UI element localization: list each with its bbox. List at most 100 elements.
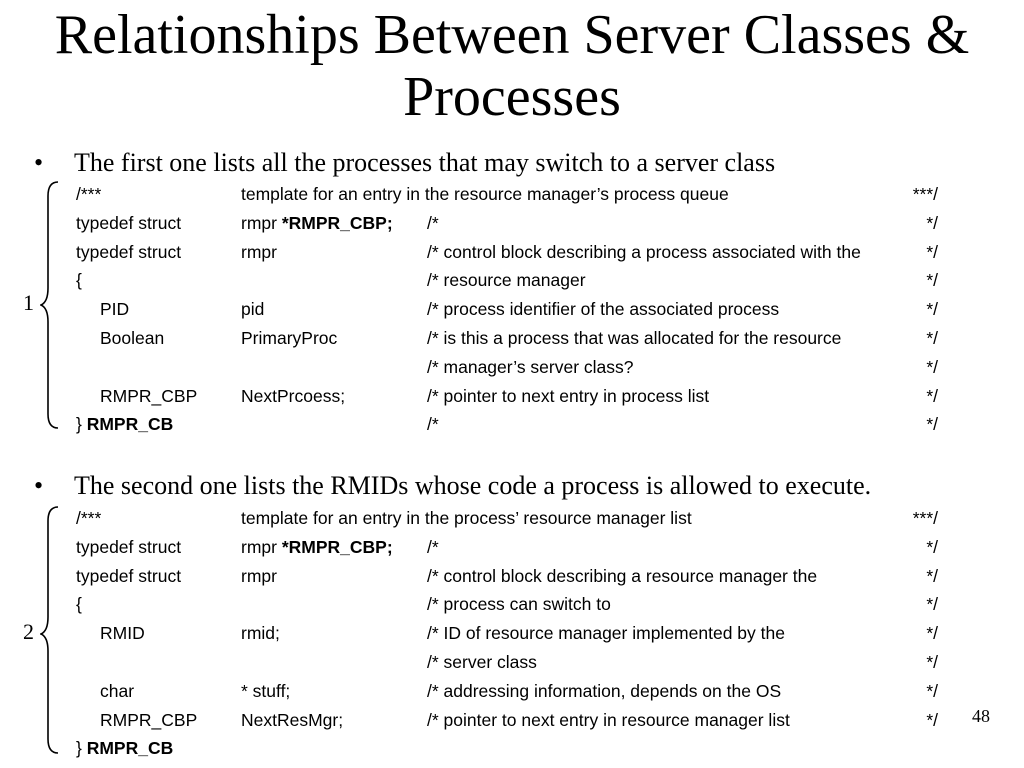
code-row: Boolean PrimaryProc /* is this a process…	[76, 324, 946, 353]
code-cell: NextResMgr;	[241, 709, 344, 730]
code-cell: template for an entry in the resource ma…	[241, 184, 729, 204]
code-comment: /* addressing information, depends on th…	[427, 680, 782, 701]
code-cell: typedef struct	[76, 212, 182, 233]
code-cell: } RMPR_CB	[76, 734, 173, 763]
code-cell: PID	[100, 299, 130, 320]
brace-label-1: 1	[23, 290, 34, 315]
code-text: rmpr	[241, 212, 282, 233]
code-row: RMID rmid; /* ID of resource manager imp…	[76, 619, 946, 648]
code-cell: char	[100, 680, 135, 701]
code-cell: RMPR_CBP	[100, 385, 198, 406]
code-cell: rmpr	[241, 565, 277, 586]
code-comment: /* process can switch to	[427, 594, 611, 615]
code-comment: /*	[427, 536, 439, 557]
code-row: RMPR_CBP NextResMgr; /* pointer to next …	[76, 706, 946, 735]
bullet-1: • The first one lists all the processes t…	[34, 148, 775, 178]
code-row: /* manager’s server class? */	[76, 353, 946, 382]
code-cell: */	[926, 385, 938, 406]
code-row: typedef struct rmpr *RMPR_CBP; /* */	[76, 209, 946, 238]
code-comment: /* resource manager	[427, 270, 586, 291]
left-brace-2	[40, 506, 59, 754]
code-row: { /* resource manager */	[76, 266, 946, 295]
code-row: RMPR_CBP NextPrcoess; /* pointer to next…	[76, 382, 946, 411]
code-cell: rmid;	[241, 623, 280, 644]
bullet-1-text: The first one lists all the processes th…	[74, 148, 776, 177]
code-comment: /* ID of resource manager implemented by…	[427, 623, 785, 644]
code-cell: */	[926, 680, 938, 701]
code-cell: RMPR_CBP	[100, 709, 198, 730]
code-text: }	[76, 738, 87, 759]
code-cell: */	[926, 709, 938, 730]
brace-label-2: 2	[23, 619, 34, 644]
bullet-2-text: The second one lists the RMIDs whose cod…	[74, 471, 872, 500]
code-cell: rmpr *RMPR_CBP;	[241, 209, 393, 238]
code-bold-text: *RMPR_CBP;	[281, 212, 393, 233]
code-comment: /*	[427, 414, 439, 435]
code-cell: {	[76, 270, 82, 291]
code-cell: */	[926, 594, 938, 615]
code-cell: rmpr	[241, 241, 277, 262]
code-row: } RMPR_CB /* */	[76, 410, 946, 439]
code-bold-text: RMPR_CB	[86, 738, 174, 759]
code-row: char * stuff; /* addressing information,…	[76, 677, 946, 706]
code-cell: */	[926, 651, 938, 672]
code-cell: PrimaryProc	[241, 327, 338, 348]
code-cell: */	[926, 356, 938, 377]
code-cell: NextPrcoess;	[241, 385, 346, 406]
code-row: } RMPR_CB	[76, 734, 946, 763]
code-cell: {	[76, 594, 82, 615]
code-row: /* server class */	[76, 648, 946, 677]
bullet-2: • The second one lists the RMIDs whose co…	[34, 471, 871, 501]
code-cell: */	[926, 536, 938, 557]
code-row: typedef struct rmpr /* control block des…	[76, 562, 946, 591]
bullet-dot: •	[34, 148, 44, 177]
code-comment: /* pointer to next entry in process list	[427, 385, 710, 406]
code-bold-text: *RMPR_CBP;	[281, 536, 393, 557]
code-cell: ***/	[912, 184, 938, 204]
code-comment: /* control block describing a process as…	[427, 241, 861, 262]
code-cell: typedef struct	[76, 536, 182, 557]
code-row: /*** template for an entry in the proces…	[76, 504, 946, 533]
code-comment: /* is this a process that was allocated …	[427, 327, 842, 348]
code-block-1: /*** template for an entry in the resour…	[76, 180, 946, 439]
code-cell: Boolean	[100, 327, 165, 348]
code-cell: template for an entry in the process’ re…	[241, 508, 692, 528]
code-cell: */	[926, 212, 938, 233]
code-text: rmpr	[241, 536, 282, 557]
code-comment: /*	[427, 212, 439, 233]
code-cell: pid	[241, 299, 265, 320]
code-cell: */	[926, 241, 938, 262]
code-row: typedef struct rmpr *RMPR_CBP; /* */	[76, 533, 946, 562]
left-brace-1	[40, 181, 59, 429]
code-cell: */	[926, 299, 938, 320]
code-cell: typedef struct	[76, 241, 182, 262]
code-cell: RMID	[100, 623, 145, 644]
code-cell: typedef struct	[76, 565, 182, 586]
code-cell: */	[926, 327, 938, 348]
code-comment: /* control block describing a resource m…	[427, 565, 818, 586]
slide-title: Relationships Between Server Classes & P…	[54, 4, 970, 128]
code-row: PID pid /* process identifier of the ass…	[76, 295, 946, 324]
code-cell: /***	[76, 184, 102, 204]
bullet-dot: •	[34, 471, 44, 500]
code-block-2: /*** template for an entry in the proces…	[76, 504, 946, 763]
code-cell: */	[926, 565, 938, 586]
code-row: /*** template for an entry in the resour…	[76, 180, 946, 209]
code-cell: */	[926, 270, 938, 291]
code-bold-text: RMPR_CB	[86, 414, 174, 435]
code-cell: * stuff;	[241, 680, 291, 701]
code-row: { /* process can switch to */	[76, 590, 946, 619]
code-cell: ***/	[912, 508, 938, 528]
code-comment: /* process identifier of the associated …	[427, 299, 780, 320]
page-number: 48	[972, 706, 990, 726]
code-cell: /***	[76, 508, 102, 528]
code-comment: /* server class	[427, 651, 537, 672]
code-cell: */	[926, 414, 938, 435]
code-comment: /* manager’s server class?	[427, 356, 634, 377]
code-row: typedef struct rmpr /* control block des…	[76, 238, 946, 267]
code-comment: /* pointer to next entry in resource man…	[427, 709, 790, 730]
code-cell: rmpr *RMPR_CBP;	[241, 533, 393, 562]
code-cell: } RMPR_CB	[76, 410, 173, 439]
code-cell: */	[926, 623, 938, 644]
code-text: }	[76, 414, 87, 435]
